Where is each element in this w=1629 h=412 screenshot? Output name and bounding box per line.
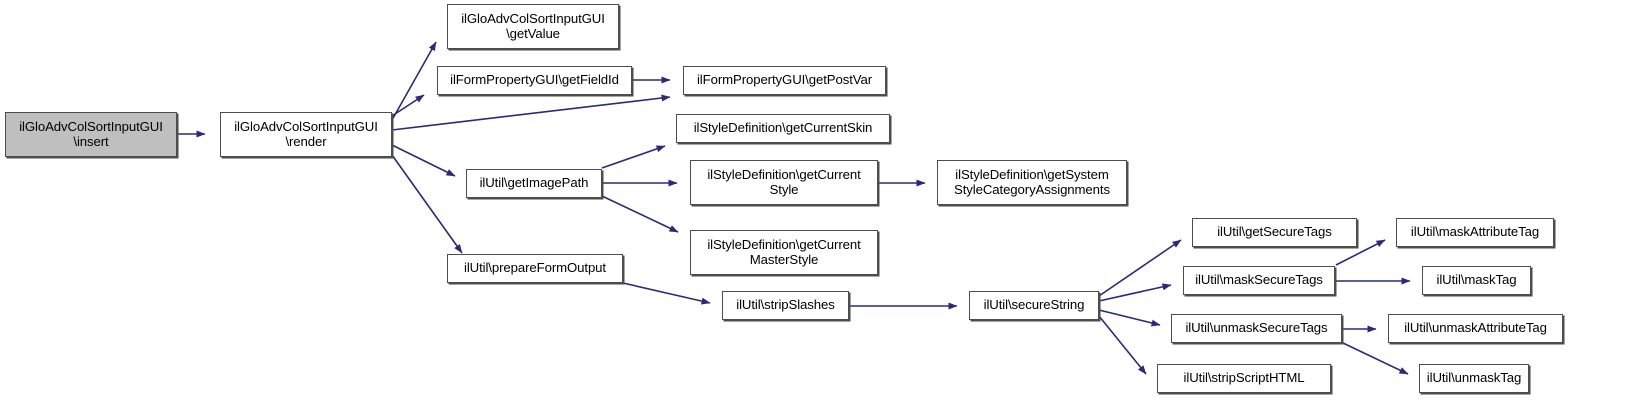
graph-node-maskAttributeTag[interactable]: ilUtil\maskAttributeTag <box>1396 218 1554 247</box>
graph-node-stripScriptHTML[interactable]: ilUtil\stripScriptHTML <box>1157 364 1331 393</box>
graph-node-label: ilUtil\maskTag <box>1436 272 1517 288</box>
graph-node-label: ilFormPropertyGUI\getFieldId <box>450 72 619 88</box>
graph-node-getSecureTags[interactable]: ilUtil\getSecureTags <box>1192 218 1357 247</box>
graph-node-label: ilStyleDefinition\getCurrentSkin <box>693 120 873 136</box>
graph-node-render[interactable]: ilGloAdvColSortInputGUI \render <box>220 112 392 157</box>
graph-node-label: ilUtil\prepareFormOutput <box>464 260 606 276</box>
graph-node-label: ilUtil\stripScriptHTML <box>1183 370 1305 386</box>
graph-node-label: ilStyleDefinition\getCurrent MasterStyle <box>707 236 861 267</box>
graph-node-unmaskTag[interactable]: ilUtil\unmaskTag <box>1419 364 1529 393</box>
graph-node-label: ilUtil\unmaskTag <box>1426 370 1522 386</box>
graph-node-label: ilStyleDefinition\getSystem StyleCategor… <box>954 166 1110 197</box>
graph-node-label: ilUtil\stripSlashes <box>736 297 835 313</box>
graph-node-unmaskAttributeTag[interactable]: ilUtil\unmaskAttributeTag <box>1388 314 1563 343</box>
graph-node-label: ilGloAdvColSortInputGUI \insert <box>19 118 163 149</box>
graph-node-insert[interactable]: ilGloAdvColSortInputGUI \insert <box>5 112 177 157</box>
graph-node-prepareFormOutput[interactable]: ilUtil\prepareFormOutput <box>447 254 623 283</box>
graph-node-getSystemStyleCategoryAssignments[interactable]: ilStyleDefinition\getSystem StyleCategor… <box>937 160 1127 205</box>
graph-node-label: ilUtil\maskSecureTags <box>1195 272 1323 288</box>
graph-node-label: ilUtil\getImagePath <box>479 175 589 191</box>
graph-node-label: ilFormPropertyGUI\getPostVar <box>696 72 873 88</box>
graph-node-secureString[interactable]: ilUtil\secureString <box>969 291 1099 320</box>
graph-node-label: ilGloAdvColSortInputGUI \render <box>234 118 378 149</box>
graph-node-label: ilUtil\secureString <box>983 297 1085 313</box>
graph-node-maskSecureTags[interactable]: ilUtil\maskSecureTags <box>1183 266 1335 295</box>
graph-node-getPostVar[interactable]: ilFormPropertyGUI\getPostVar <box>683 66 886 95</box>
graph-node-label: ilUtil\unmaskSecureTags <box>1185 320 1328 336</box>
graph-node-getCurrentSkin[interactable]: ilStyleDefinition\getCurrentSkin <box>676 114 890 143</box>
graph-node-getCurrentStyle[interactable]: ilStyleDefinition\getCurrent Style <box>690 160 878 205</box>
graph-node-label: ilUtil\unmaskAttributeTag <box>1404 320 1547 336</box>
graph-node-label: ilUtil\maskAttributeTag <box>1410 224 1540 240</box>
graph-node-label: ilStyleDefinition\getCurrent Style <box>707 166 861 197</box>
graph-node-getImagePath[interactable]: ilUtil\getImagePath <box>466 169 602 198</box>
graph-node-getCurrentMasterStyle[interactable]: ilStyleDefinition\getCurrent MasterStyle <box>690 230 878 275</box>
graph-node-maskTag[interactable]: ilUtil\maskTag <box>1422 266 1531 295</box>
graph-node-stripSlashes[interactable]: ilUtil\stripSlashes <box>722 291 849 320</box>
graph-node-label: ilUtil\getSecureTags <box>1217 224 1332 240</box>
graph-node-label: ilGloAdvColSortInputGUI \getValue <box>461 10 605 41</box>
graph-node-getFieldId[interactable]: ilFormPropertyGUI\getFieldId <box>437 66 632 95</box>
graph-node-getValue[interactable]: ilGloAdvColSortInputGUI \getValue <box>447 4 619 49</box>
graph-node-unmaskSecureTags[interactable]: ilUtil\unmaskSecureTags <box>1171 314 1342 343</box>
